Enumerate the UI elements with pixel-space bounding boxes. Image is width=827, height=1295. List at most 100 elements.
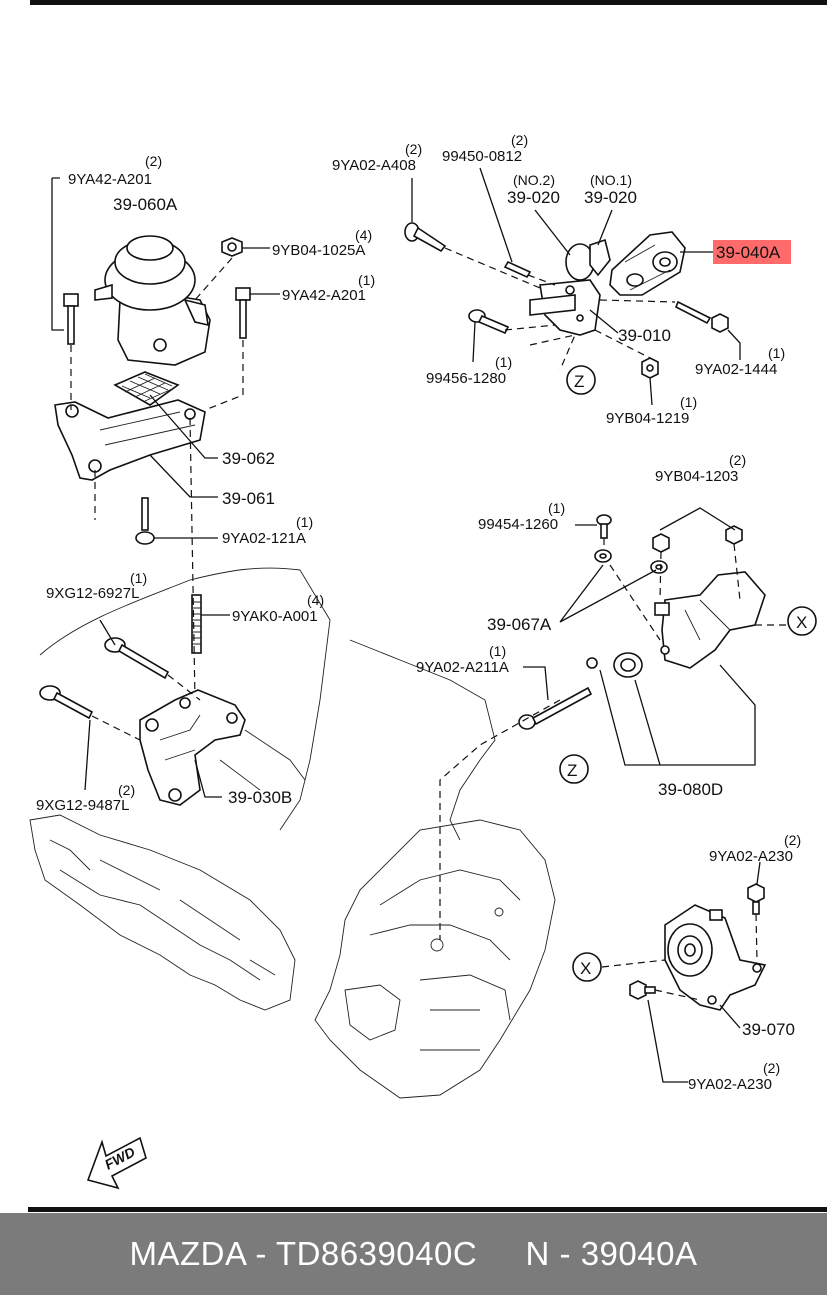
bolt-9ya02-a211a[interactable] — [518, 657, 598, 730]
leader-17 — [472, 321, 476, 363]
label-qty: (2) — [118, 782, 135, 798]
view-marker-label: X — [796, 613, 807, 632]
label-qty: (2) — [511, 132, 528, 148]
label-qty: (1) — [358, 272, 375, 288]
bolt-9ya02-a408[interactable] — [404, 222, 447, 253]
leader-1 — [51, 177, 64, 331]
bolt-9xg12-9487l[interactable] — [39, 685, 94, 720]
dash-line-mr-3 — [733, 543, 741, 601]
parts-diagram: (2) 9YA42-A201 39-060A (4) 9YB04-1025A (… — [28, 0, 827, 1212]
label-qty: (NO.2) — [513, 172, 555, 188]
label-part-number: 9YA02-A230 — [688, 1076, 772, 1093]
nut-9yb04-1025a[interactable] — [221, 237, 243, 257]
dash-line-tr-1 — [444, 247, 541, 289]
label-part-number: 9XG12-9487L — [36, 797, 129, 814]
nut-9yb04-1219[interactable] — [641, 357, 659, 379]
bolt-99454-1260[interactable] — [596, 514, 612, 539]
label-qty: (2) — [729, 452, 746, 468]
label-part-number: 39-070 — [742, 1020, 795, 1039]
bottom-border — [28, 1207, 827, 1212]
leader-8 — [99, 619, 116, 646]
mount-39-080d[interactable] — [613, 571, 766, 678]
leader-4 — [149, 394, 218, 459]
label-qty: (4) — [355, 227, 372, 243]
leader-27 — [647, 999, 688, 1083]
label-part-number: 99450-0812 — [442, 148, 522, 165]
leader-24 — [599, 664, 756, 766]
bolt-9ya02-1444[interactable] — [674, 300, 729, 333]
label-part-number: 99454-1260 — [478, 516, 558, 533]
dash-line-tr-2 — [527, 274, 556, 286]
label-part-number: 9YB04-1219 — [606, 410, 689, 427]
footer-part-info: MAZDA - TD8639040C N - 39040A — [129, 1235, 698, 1272]
bracket-39-061[interactable] — [54, 399, 206, 481]
pad-39-062[interactable] — [113, 371, 180, 406]
highlight-box-39-040a — [713, 240, 791, 264]
stud-9ya02-121a[interactable] — [135, 497, 155, 545]
dash-line-mr-4 — [609, 564, 661, 641]
label-qty: (1) — [548, 500, 565, 516]
view-marker-label: Z — [567, 761, 577, 780]
bolt-9ya42-a201-left[interactable] — [63, 293, 79, 345]
leader-14 — [597, 209, 613, 246]
view-marker-x-bottom — [572, 952, 602, 982]
bolt-9ya42-a201-mid[interactable] — [235, 287, 251, 339]
label-qty: (1) — [489, 643, 506, 659]
label-qty: (2) — [145, 153, 162, 169]
bolt-9ya02-a230-top[interactable] — [747, 883, 765, 915]
view-marker-x-right — [787, 606, 817, 636]
leader-18 — [727, 329, 741, 360]
view-marker-z-mid — [559, 754, 589, 784]
label-part-number: 39-067A — [487, 615, 552, 634]
dash-line-tr-6 — [529, 334, 577, 371]
dash-line-tr-3 — [504, 324, 556, 331]
dash-line-mr-6 — [439, 699, 561, 940]
view-marker-label: X — [580, 959, 591, 978]
label-part-number: 9YA42-A201 — [68, 171, 152, 188]
label-part-number: 9YA02-A230 — [709, 848, 793, 865]
label-part-number: 9YA02-A408 — [332, 157, 416, 174]
label-part-number: 39-061 — [222, 489, 275, 508]
bolt-9ya02-a230-bot[interactable] — [629, 980, 656, 1000]
top-border — [30, 0, 827, 5]
transmission-outline — [314, 639, 556, 1099]
leader-19 — [649, 377, 653, 406]
label-part-number: 39-020 — [507, 188, 560, 207]
label-part-number: 9YB04-1203 — [655, 468, 738, 485]
label-qty: (2) — [405, 141, 422, 157]
leader-13 — [534, 209, 571, 256]
washer-39-067a-a[interactable] — [594, 549, 612, 563]
label-qty: (1) — [296, 514, 313, 530]
leader-21 — [659, 507, 736, 531]
bolt-9xg12-6927l[interactable] — [104, 637, 170, 680]
label-qty: (2) — [784, 832, 801, 848]
mount-39-020-no1[interactable] — [589, 238, 611, 277]
dash-line-tl-4 — [189, 417, 196, 701]
dash-line-br-2 — [601, 959, 666, 968]
dash-line-ml-1 — [167, 674, 201, 701]
leader-5 — [149, 454, 218, 498]
leader-25 — [756, 861, 761, 885]
bracket-39-030b[interactable] — [139, 689, 246, 806]
view-marker-label: Z — [574, 372, 584, 391]
leader-22 — [559, 564, 657, 623]
bracket-39-010[interactable] — [529, 279, 601, 336]
label-part-number: 9XG12-6927L — [46, 585, 139, 602]
view-marker-z-top — [566, 365, 596, 395]
bolt-99456-1280[interactable] — [468, 309, 510, 335]
mount-39-070[interactable] — [664, 904, 767, 1011]
bolt-99450-0812[interactable] — [503, 260, 532, 279]
engine-block-outline — [29, 567, 331, 1011]
nut-9yb04-1203-b[interactable] — [725, 525, 743, 545]
label-part-number: 9YB04-1025A — [272, 242, 365, 259]
engine-mount-39-060a[interactable] — [94, 235, 211, 366]
label-part-number: 99456-1280 — [426, 370, 506, 387]
label-part-number: 39-020 — [584, 188, 637, 207]
mount-39-040a[interactable] — [609, 231, 686, 296]
stud-9yak0-a001[interactable] — [191, 594, 202, 654]
label-part-number: 9YAK0-A001 — [232, 608, 318, 625]
label-part-number: 39-030B — [228, 788, 292, 807]
dash-line-tl-3 — [194, 257, 233, 301]
nut-9yb04-1203-a[interactable] — [652, 533, 670, 553]
footer-bar: MAZDA - TD8639040C N - 39040A — [0, 1213, 827, 1295]
